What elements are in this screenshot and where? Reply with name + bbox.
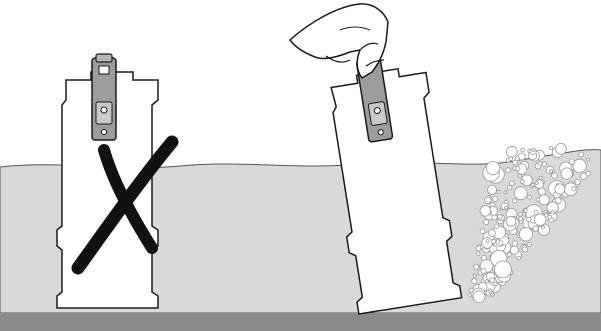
bubble [518, 227, 534, 242]
bubble [487, 288, 492, 293]
bubble [532, 225, 539, 232]
bubble [554, 183, 566, 195]
bubble [505, 215, 517, 227]
bubble [505, 145, 518, 158]
bubble [537, 161, 543, 166]
bubble [537, 187, 546, 196]
bubble [526, 216, 532, 223]
bubble [472, 290, 486, 304]
bubble [516, 255, 522, 261]
bubble [512, 198, 518, 204]
bubble [497, 214, 503, 220]
bubble [568, 158, 575, 165]
bubble [554, 196, 562, 204]
floor-strip [0, 313, 601, 331]
cartridge-clip [91, 53, 117, 141]
bubble [498, 240, 504, 246]
bubble [504, 205, 508, 210]
bubble [522, 212, 527, 217]
bubble [509, 180, 515, 186]
bubble [527, 242, 532, 247]
bubble [547, 214, 552, 220]
bubble [518, 216, 524, 222]
bubbles [468, 143, 591, 304]
bubble [517, 173, 522, 178]
bubble [506, 252, 512, 257]
bubble [493, 281, 498, 287]
bubble [574, 179, 581, 186]
bubble [541, 161, 548, 167]
bubble [538, 194, 550, 206]
bubble [549, 146, 553, 150]
bubble [571, 186, 577, 192]
bubble [490, 292, 495, 297]
bubble [487, 184, 498, 195]
bubble [550, 210, 555, 215]
bubble [493, 223, 500, 229]
bubble [531, 183, 536, 188]
bubble [519, 179, 525, 184]
bubble [522, 246, 529, 253]
bubble [475, 251, 481, 256]
bubble [485, 161, 501, 176]
bubble [488, 229, 496, 237]
bubble [504, 199, 509, 205]
bubble [534, 180, 539, 185]
bubble [479, 228, 486, 235]
bubble [491, 238, 497, 244]
bubble [489, 277, 495, 283]
bubble [473, 263, 480, 270]
cartridge-right [330, 57, 463, 315]
bubble [533, 213, 547, 226]
bubble [551, 172, 558, 179]
bubble [508, 156, 514, 161]
cartridge-clip [356, 57, 394, 143]
bubble [481, 255, 487, 261]
bubble [483, 219, 490, 226]
bubble [484, 196, 492, 204]
bubble [472, 273, 477, 278]
bubble [485, 238, 490, 243]
bubble [572, 158, 587, 173]
bubble [496, 189, 501, 194]
bubble [509, 245, 519, 255]
bubble [549, 169, 554, 174]
bubble [578, 151, 584, 158]
bubble [538, 175, 543, 180]
bubble [523, 208, 528, 213]
bubble [513, 186, 528, 201]
bubble [531, 147, 536, 152]
bubble [479, 205, 492, 217]
bubble [580, 172, 588, 180]
bubble [492, 196, 499, 202]
bubble [533, 209, 539, 215]
cartridge-left [56, 53, 159, 309]
bubble [515, 166, 521, 172]
bubble [475, 245, 482, 252]
bubble [480, 267, 487, 274]
bubble [507, 184, 513, 191]
bubble [527, 194, 532, 200]
bubble [514, 156, 520, 162]
bubble [512, 159, 518, 166]
cross-icon [71, 135, 179, 275]
bubble [494, 260, 512, 279]
bubble [520, 147, 525, 153]
bubble [555, 143, 567, 155]
bubble [505, 167, 512, 174]
bubble [503, 190, 508, 195]
cartridge-body [330, 67, 463, 315]
cartridge-body [56, 71, 159, 309]
bubble [484, 279, 489, 284]
bubble [560, 167, 573, 180]
hand-icon [289, 3, 389, 79]
bubble [471, 277, 478, 284]
bubble [511, 240, 518, 247]
bubble [586, 157, 590, 162]
